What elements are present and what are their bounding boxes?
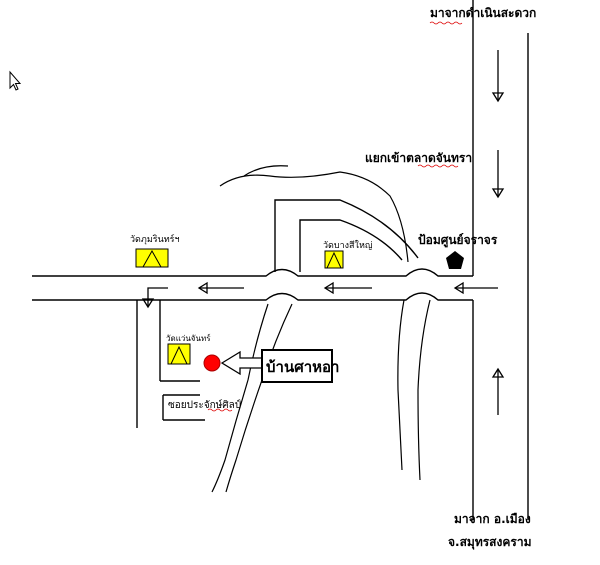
label-destination: บ้านศาหอา (266, 358, 339, 376)
label-from-north: มาจากดำเนินสะดวก (430, 6, 536, 20)
temple-icon (135, 248, 169, 268)
label-police: ป้อมศูนย์จราจร (418, 233, 498, 248)
spellcheck-underline (429, 21, 463, 25)
canals (211, 165, 431, 493)
temple-icon (324, 250, 344, 269)
pentagon-icon (446, 251, 464, 269)
side-lanes (136, 199, 419, 428)
direction-arrows (141, 50, 505, 415)
cross-road (32, 268, 473, 301)
temple-icon (167, 343, 191, 365)
label-from-south-1: มาจาก อ.เมือง (454, 512, 531, 526)
label-soi: ซอยประจักษ์ศิลป์ (168, 399, 241, 411)
destination-box (261, 349, 333, 383)
red-dot-icon (203, 354, 221, 372)
spellcheck-underline (207, 408, 233, 412)
destination-pointer (220, 350, 263, 376)
spellcheck-underline (417, 164, 459, 168)
mouse-cursor-icon (9, 70, 22, 91)
label-from-south-2: จ.สมุทรสงคราม (448, 535, 531, 550)
label-temple-3: วัดแว่นจันทร์ (166, 333, 211, 343)
label-junction: แยกเข้าตลาดจันทรา (365, 151, 472, 165)
label-temple-2: วัดบางสีใหญ่ (323, 240, 373, 251)
main-road (472, 0, 529, 520)
label-temple-1: วัดภุมรินทร์ฯ (130, 233, 180, 245)
